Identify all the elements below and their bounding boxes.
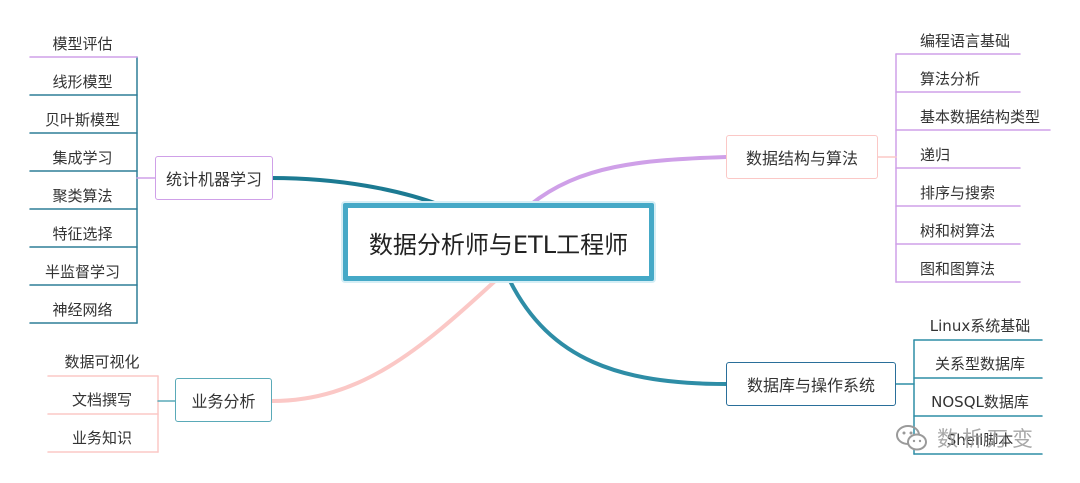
- link-root-db: [508, 279, 728, 386]
- leaf-db-3[interactable]: Shell脚本: [946, 431, 1014, 449]
- watermark: 数析万变: [895, 418, 1075, 458]
- leaf-ds-1[interactable]: 算法分析: [920, 70, 981, 88]
- leaf-ds-6[interactable]: 图和图算法: [920, 260, 996, 278]
- leaf-ml-4[interactable]: 聚类算法: [52, 187, 113, 205]
- leaf-ml-1[interactable]: 线形模型: [52, 73, 113, 91]
- link-root-ml: [270, 176, 442, 207]
- link-root-ds: [528, 155, 728, 207]
- leaf-ds-4[interactable]: 排序与搜索: [920, 184, 996, 202]
- watermark-text: 数析万变: [937, 427, 1037, 451]
- leaf-ml-5[interactable]: 特征选择: [52, 225, 113, 243]
- branch-business-analysis[interactable]: 业务分析: [175, 378, 272, 422]
- leaf-ds-5[interactable]: 树和树算法: [920, 222, 996, 240]
- branch-database-os-label: 数据库与操作系统: [746, 376, 875, 395]
- leaf-ds-3[interactable]: 递归: [920, 146, 951, 164]
- branch-data-structures-label: 数据结构与算法: [745, 149, 858, 168]
- leaf-ds-2[interactable]: 基本数据结构类型: [920, 108, 1041, 126]
- branch-statistical-ml-label: 统计机器学习: [165, 170, 262, 189]
- leaf-ml-3[interactable]: 集成学习: [52, 149, 113, 167]
- leaf-db-1[interactable]: 关系型数据库: [934, 355, 1025, 373]
- central-topic[interactable]: 数据分析师与ETL工程师: [343, 203, 654, 281]
- leaf-ml-0[interactable]: 模型评估: [52, 35, 113, 53]
- leaf-ml-7[interactable]: 神经网络: [52, 301, 113, 319]
- leaf-biz-0[interactable]: 数据可视化: [64, 353, 140, 371]
- branch-database-os[interactable]: 数据库与操作系统: [726, 362, 896, 406]
- leaf-db-0[interactable]: Linux系统基础: [929, 317, 1031, 335]
- leaf-ml-6[interactable]: 半监督学习: [44, 263, 120, 281]
- leaf-db-2[interactable]: NOSQL数据库: [931, 393, 1029, 411]
- branch-statistical-ml[interactable]: 统计机器学习: [155, 156, 273, 200]
- leaf-biz-1[interactable]: 文档撰写: [71, 391, 132, 409]
- branch-data-structures[interactable]: 数据结构与算法: [726, 135, 878, 179]
- leaf-biz-2[interactable]: 业务知识: [71, 429, 132, 447]
- wechat-icon: [896, 425, 927, 451]
- leaf-ml-2[interactable]: 贝叶斯模型: [44, 111, 120, 129]
- branch-business-analysis-label: 业务分析: [191, 392, 256, 411]
- link-root-biz: [270, 279, 497, 403]
- central-topic-label: 数据分析师与ETL工程师: [368, 230, 629, 259]
- leaf-ds-0[interactable]: 编程语言基础: [920, 32, 1011, 50]
